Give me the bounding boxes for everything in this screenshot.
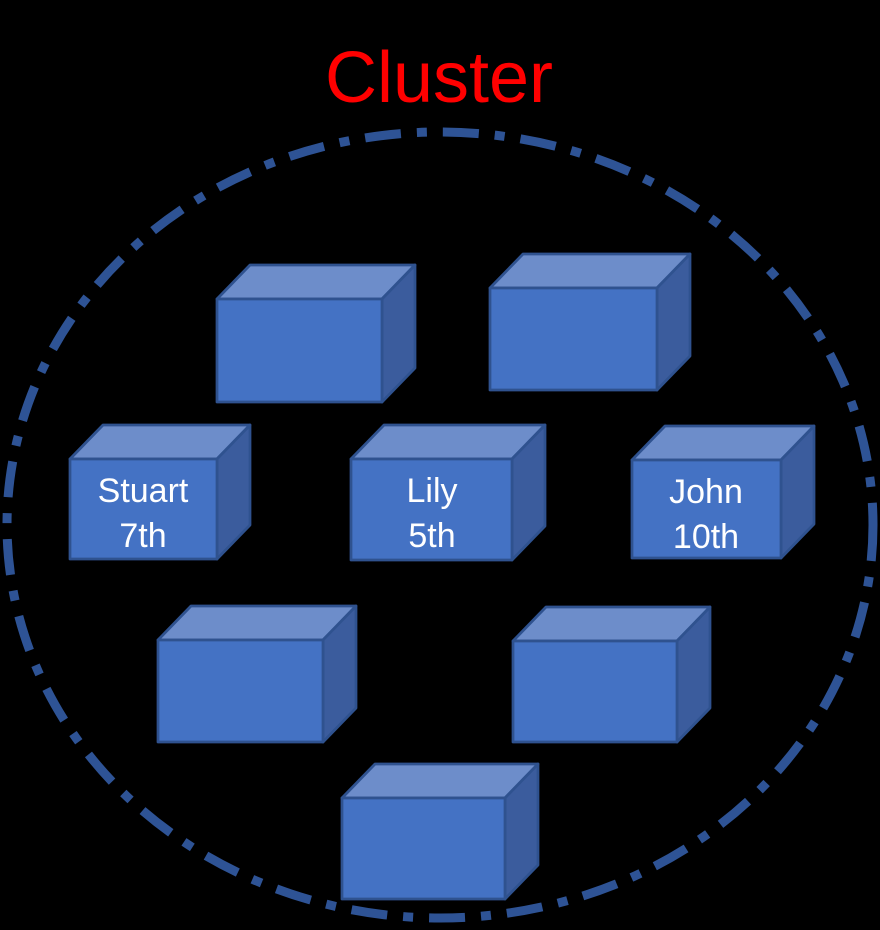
node-grade: 7th <box>119 517 166 555</box>
box-front-face <box>156 638 325 744</box>
node-name: Lily <box>406 472 457 510</box>
box-front-face <box>340 796 507 901</box>
cluster-node-john: John 10th <box>630 424 816 560</box>
cluster-boundary-circle <box>2 127 878 923</box>
node-name: Stuart <box>98 472 189 510</box>
cluster-node-empty-top-left <box>215 263 417 404</box>
cluster-node-lily: Lily 5th <box>349 423 547 562</box>
cluster-node-empty-bottom-left <box>156 604 358 744</box>
cluster-node-empty-bottom-right <box>511 605 712 744</box>
box-front-face <box>68 457 219 561</box>
box-front-face <box>630 458 783 560</box>
node-grade: 5th <box>408 517 455 555</box>
cluster-node-stuart: Stuart 7th <box>68 423 252 561</box>
box-front-face <box>215 297 384 404</box>
cluster-node-empty-top-right <box>488 252 692 392</box>
node-grade: 10th <box>673 518 739 556</box>
node-name: John <box>669 473 743 511</box>
box-front-face <box>349 457 514 562</box>
box-front-face <box>488 286 659 392</box>
cluster-node-empty-bottom-center <box>340 762 540 901</box>
box-front-face <box>511 639 679 744</box>
box-top-face <box>488 252 692 290</box>
diagram-title: Cluster <box>325 38 553 118</box>
